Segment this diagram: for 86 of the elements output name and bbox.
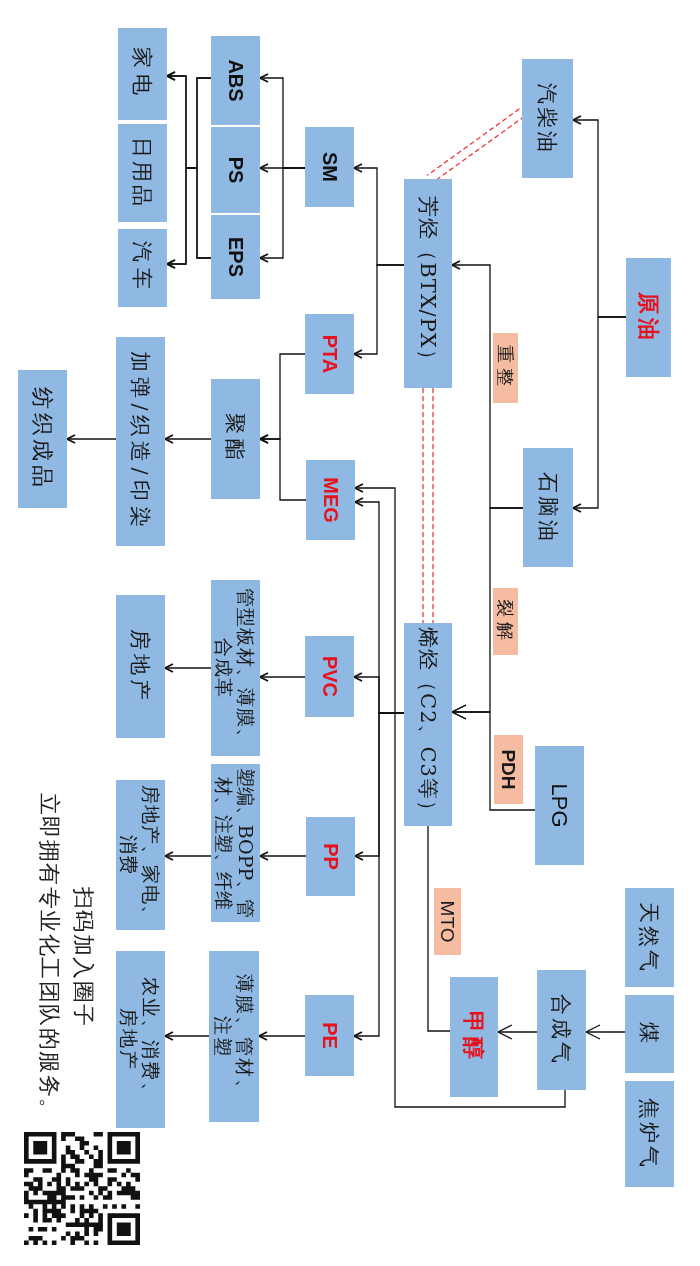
node-label: 石脑油	[536, 471, 560, 544]
node-label: 管型板材、薄膜、合成革	[213, 587, 258, 750]
material-box	[625, 888, 674, 987]
material-box	[306, 817, 355, 896]
node-label: 烯烃（C2、C3等）	[416, 627, 440, 822]
node-label: 加弹/织造/印染	[128, 351, 153, 532]
node-label: 房地产、家电、消费	[118, 784, 163, 927]
node-label: 纺织成品	[30, 387, 55, 491]
node-label: PE	[318, 1022, 341, 1049]
material-box	[211, 379, 260, 499]
material-box	[305, 636, 354, 717]
material-box	[118, 28, 167, 120]
arrow	[585, 1024, 626, 1040]
arrow	[164, 663, 212, 673]
node-label: 汽柴油	[535, 82, 560, 155]
material-box	[18, 370, 67, 508]
node-label: 日用品	[130, 137, 155, 209]
edge-label: MTO	[434, 888, 461, 955]
material-box	[118, 229, 167, 307]
arrow	[66, 434, 117, 444]
material-box	[537, 970, 586, 1090]
node-label: 房地产	[128, 629, 153, 704]
material-box	[306, 460, 355, 540]
arrow	[259, 434, 307, 501]
material-box	[305, 314, 354, 394]
node-label: 家电	[130, 47, 155, 101]
arrow	[572, 316, 627, 513]
material-box	[404, 623, 452, 826]
node-label: ABS	[224, 59, 247, 102]
node-label: 农业、消费、房地产	[118, 975, 163, 1105]
node-label: 薄膜、管材、注塑	[212, 972, 256, 1102]
material-box	[450, 977, 498, 1097]
arrow	[164, 434, 212, 444]
note-text: 立即拥有专业化工团队的服务。	[36, 791, 63, 1124]
material-box	[523, 448, 573, 567]
note-text: 扫码加入圈子	[70, 885, 97, 1030]
arrow	[497, 1024, 538, 1040]
arrow	[353, 264, 405, 359]
arrow	[164, 1031, 210, 1041]
node-label: EPS	[224, 237, 247, 277]
node-label: 原油	[636, 291, 661, 344]
material-box	[535, 746, 584, 865]
node-label: 芳烃（BTX/PX）	[416, 196, 440, 371]
material-box	[116, 951, 165, 1128]
arrow	[259, 851, 307, 861]
node-label: 聚酯	[223, 413, 248, 465]
node-label: MEG	[319, 477, 342, 523]
edge-label: 重整	[493, 333, 518, 403]
node-label: PS	[224, 156, 247, 184]
material-box	[522, 59, 573, 178]
material-box	[626, 258, 671, 377]
connector-line	[427, 825, 451, 1032]
node-label: 合成气	[549, 994, 574, 1066]
dashed-line	[422, 387, 434, 624]
node-label: LPG	[547, 783, 572, 828]
node-label: SM	[318, 152, 341, 182]
node-label: 天然气	[637, 901, 662, 974]
arrow	[164, 851, 212, 861]
edge-label: PDH	[494, 735, 523, 804]
material-box	[211, 36, 260, 125]
material-box	[305, 127, 354, 207]
node-label: 汽车	[130, 241, 155, 295]
arrow	[451, 704, 536, 811]
node-label: 煤	[637, 1022, 662, 1046]
material-box	[116, 337, 165, 546]
node-label: PP	[319, 843, 342, 870]
edge-label: 裂解	[493, 588, 518, 655]
arrow	[166, 167, 212, 269]
arrow	[259, 167, 306, 263]
node-label: 焦炉气	[637, 1098, 662, 1170]
arrow	[258, 1031, 306, 1041]
material-box	[209, 951, 259, 1122]
node-label: PVC	[318, 655, 341, 698]
material-box	[211, 215, 260, 299]
arrow	[259, 672, 306, 682]
node-label: 甲醇	[461, 1011, 487, 1063]
arrow	[354, 483, 566, 1108]
material-box	[404, 179, 452, 388]
material-box	[211, 127, 260, 213]
material-box	[625, 995, 674, 1073]
material-box	[625, 1081, 674, 1187]
material-box	[118, 124, 167, 222]
node-label: PTA	[318, 334, 341, 374]
node-label: 塑编、BOPP、管材、注塑、纤维	[213, 767, 258, 919]
material-box	[116, 595, 165, 738]
material-box	[305, 995, 354, 1076]
